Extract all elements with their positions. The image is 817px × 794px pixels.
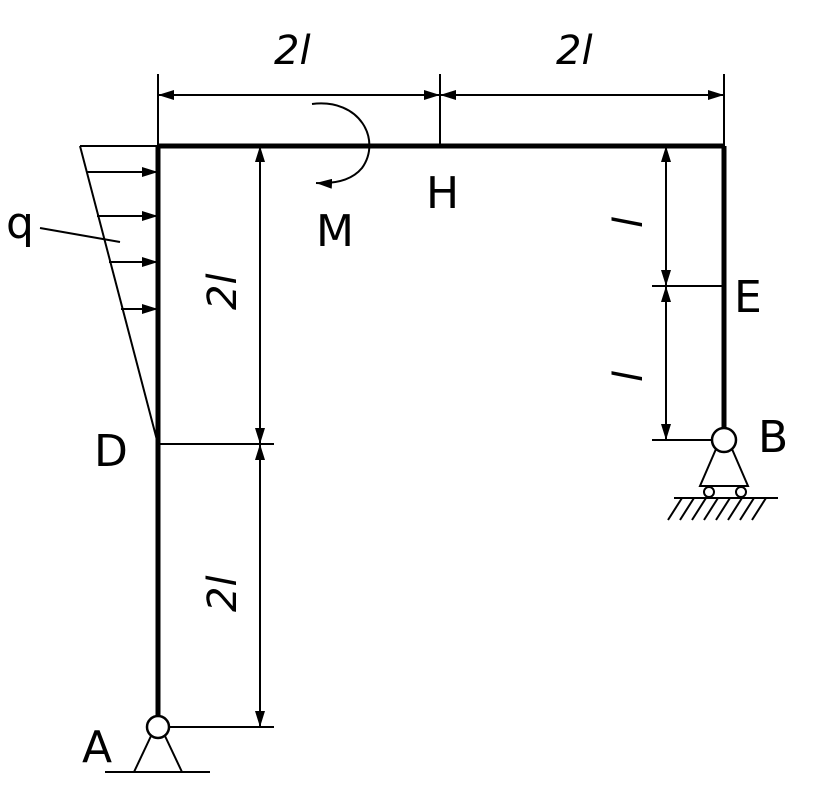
dim-left-lower-label: 2l — [200, 575, 246, 612]
hatch-line — [739, 497, 755, 521]
hatch-line — [727, 497, 743, 521]
dim-right-lower-label: l — [606, 371, 652, 382]
point-d-label: D — [94, 426, 128, 477]
hatch-line — [679, 497, 695, 521]
top-dimension — [157, 74, 725, 146]
right-dimension — [652, 146, 724, 441]
dim-top-right-label: 2l — [556, 28, 593, 74]
support-a — [105, 714, 210, 773]
load-q-label: q — [6, 198, 34, 249]
hatch-line — [667, 497, 683, 521]
point-e-label: E — [734, 272, 762, 323]
dim-right-upper-label: l — [606, 217, 652, 228]
moment-label: M — [316, 206, 354, 257]
ground-hatching — [667, 497, 767, 521]
point-h-label: H — [426, 168, 459, 219]
moment-arrow — [311, 102, 371, 189]
point-a-label: A — [82, 722, 112, 773]
dim-top-left-label: 2l — [274, 28, 311, 74]
dim-left-upper-label: 2l — [200, 273, 246, 310]
support-b — [667, 426, 778, 521]
hatch-line — [715, 497, 731, 521]
hatch-line — [703, 497, 719, 521]
hatch-line — [691, 497, 707, 521]
q-leader-line — [39, 227, 121, 243]
frame-structure — [155, 143, 727, 727]
left-dimension — [158, 146, 274, 728]
point-b-label: B — [758, 412, 788, 463]
distributed-load — [39, 145, 159, 445]
hatch-line — [751, 497, 767, 521]
